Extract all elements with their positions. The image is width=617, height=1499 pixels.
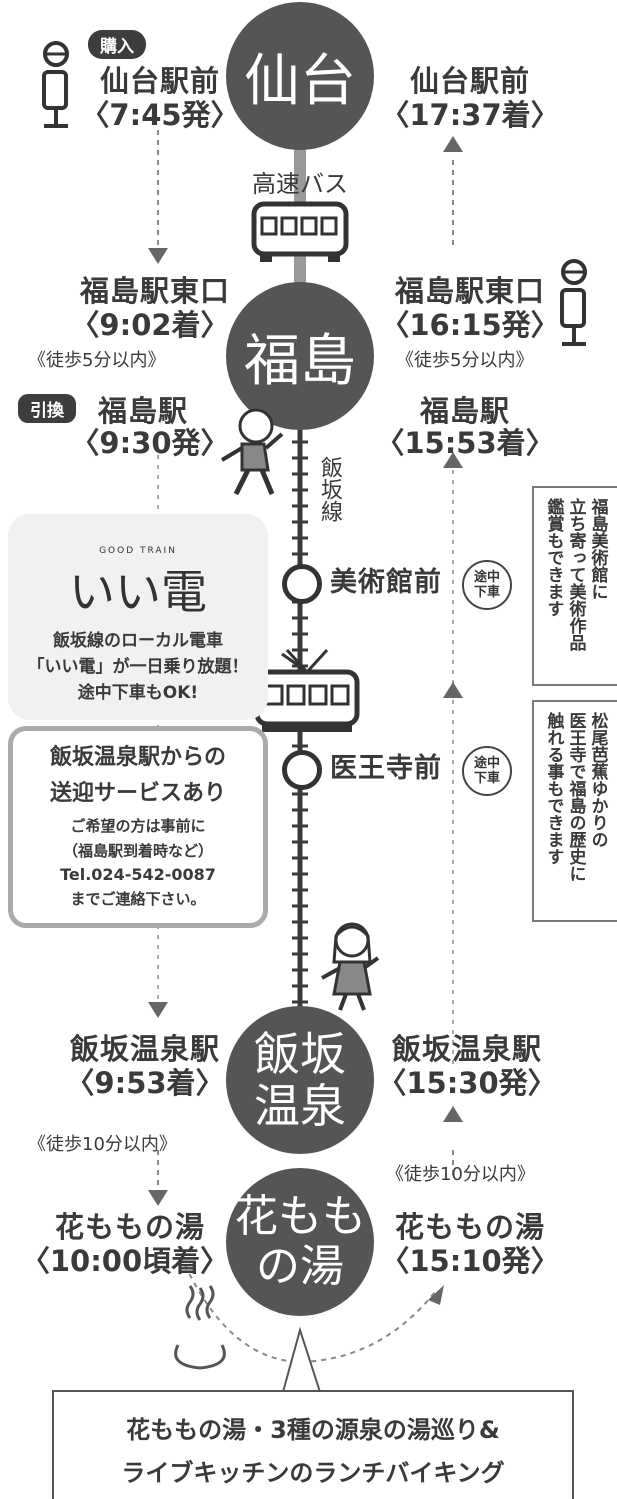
- iizaka-circle: 飯坂 温泉: [226, 1006, 374, 1154]
- out-iizaka-time: 〈9:53着〉: [65, 1066, 225, 1100]
- sendai-label: 仙台: [244, 48, 356, 114]
- iouji-stopover-2: 下車: [473, 771, 500, 786]
- iizaka-line-label: 飯坂線: [317, 456, 342, 522]
- person-girl-icon: [321, 922, 380, 1011]
- out-walk-2: 《徒歩10分以内》: [28, 1134, 177, 1155]
- iiden-line-2: 「いい電」が一日乗り放題！: [27, 657, 249, 677]
- shuttle-line-2: （福島駅到着時など）: [62, 842, 213, 860]
- out-walk-1: 《徒歩5分以内》: [28, 350, 166, 371]
- out-sendai-time: 〈7:45発〉: [80, 98, 240, 132]
- iiden-small-text: GOOD TRAIN: [99, 546, 177, 556]
- museum-callout-2: 立ち寄って美術作品: [565, 498, 586, 651]
- museum-stopover-1: 途中: [473, 570, 500, 585]
- ret-iizaka-time: 〈15:30発〉: [377, 1066, 557, 1100]
- ret-sendai-station: 仙台駅前: [409, 64, 530, 98]
- sendai-circle: 仙台: [226, 2, 374, 150]
- bus-stop-icon-right: [560, 259, 587, 346]
- out-hanamomo: 花ももの湯: [54, 1210, 205, 1244]
- fukushima-circle: 福島: [226, 282, 374, 430]
- bottom-info-box: 花ももの湯・3種の源泉の湯巡り& ライブキッチンのランチバイキング: [52, 1390, 574, 1499]
- hanamomo-label-1: 花もも: [234, 1191, 366, 1242]
- iizaka-label-2: 温泉: [254, 1079, 346, 1133]
- bus-icon: [251, 201, 349, 262]
- museum-stop-marker: [282, 564, 322, 604]
- ret-hanamomo: 花ももの湯: [394, 1210, 545, 1244]
- hanamomo-label-2: の湯: [256, 1241, 344, 1292]
- ret-fukushima-east: 福島駅東口: [394, 274, 545, 308]
- iouji-callout: 松尾芭蕉ゆかりの 医王寺で福島の歴史に 触れる事もできます: [532, 700, 617, 922]
- out-fukushima-station-time: 〈9:30発〉: [70, 426, 230, 460]
- iouji-callout-3: 触れる事もできます: [543, 712, 564, 865]
- iiden-logo: いい電: [69, 565, 207, 619]
- ret-sendai-time: 〈17:37着〉: [380, 98, 560, 132]
- ret-walk-2: 《徒歩10分以内》: [386, 1164, 535, 1185]
- museum-callout-1: 福島美術館に: [587, 498, 608, 600]
- shuttle-line-1: ご希望の方は事前に: [70, 817, 206, 835]
- bus-label: 高速バス: [252, 170, 348, 198]
- out-sendai-station: 仙台駅前: [99, 64, 220, 98]
- ret-fukushima-east-time: 〈16:15発〉: [380, 308, 560, 342]
- shuttle-line-4: までご連絡下さい。: [70, 890, 206, 908]
- ret-iizaka-station: 飯坂温泉駅: [391, 1032, 542, 1066]
- shuttle-line-3: Tel.024-542-0087: [60, 865, 216, 884]
- museum-callout-3: 鑑賞もできます: [543, 498, 564, 617]
- iouji-callout-2: 医王寺で福島の歴史に: [565, 712, 586, 882]
- iouji-callout-1: 松尾芭蕉ゆかりの: [587, 712, 608, 848]
- purchase-tag: 購入: [88, 30, 146, 59]
- museum-stopover-2: 下車: [473, 585, 500, 600]
- bottom-line-1: 花ももの湯・3種の源泉の湯巡り&: [126, 1416, 500, 1444]
- shuttle-content: 飯坂温泉駅からの 送迎サービスあり ご希望の方は事前に （福島駅到着時など） T…: [8, 726, 268, 928]
- out-fukushima-station: 福島駅: [98, 394, 189, 428]
- museum-stopover-badge: 途中 下車: [462, 560, 512, 610]
- museum-callout: 福島美術館に 立ち寄って美術作品 鑑賞もできます: [532, 486, 617, 686]
- exchange-tag: 引換: [18, 394, 76, 423]
- iiden-line-1: 飯坂線のローカル電車: [53, 631, 223, 651]
- iouji-stopover-1: 途中: [473, 756, 500, 771]
- ret-walk-1: 《徒歩5分以内》: [396, 350, 534, 371]
- hanamomo-circle: 花もも の湯: [226, 1168, 374, 1316]
- onsen-icon: [174, 1285, 226, 1370]
- out-fukushima-east-time: 〈9:02着〉: [70, 308, 230, 342]
- fukushima-label: 福島: [244, 328, 356, 394]
- iiden-line-3: 途中下車もOK!: [77, 683, 199, 703]
- out-fukushima-east: 福島駅東口: [79, 274, 230, 308]
- bottom-line-2: ライブキッチンのランチバイキング: [121, 1459, 505, 1487]
- person-walking-icon: [220, 408, 284, 496]
- iouji-stop-marker: [282, 750, 322, 790]
- iouji-stop-label: 医王寺前: [330, 753, 442, 784]
- ret-fukushima-station: 福島駅: [419, 394, 510, 428]
- museum-stop-label: 美術館前: [330, 567, 442, 598]
- out-iizaka-station: 飯坂温泉駅: [69, 1032, 220, 1066]
- iiden-info-box: GOOD TRAIN いい電 飯坂線のローカル電車 「いい電」が一日乗り放題！ …: [8, 514, 268, 720]
- iizaka-label-1: 飯坂: [254, 1027, 346, 1081]
- ret-fukushima-station-time: 〈15:53着〉: [375, 426, 555, 460]
- bus-stop-icon-left: [42, 41, 69, 128]
- out-hanamomo-time: 〈10:00頃着〉: [20, 1244, 230, 1278]
- train-icon: [254, 648, 360, 732]
- ret-hanamomo-time: 〈15:10発〉: [380, 1244, 560, 1278]
- shuttle-title-2: 送迎サービスあり: [49, 781, 226, 806]
- iouji-stopover-badge: 途中 下車: [462, 746, 512, 796]
- shuttle-title-1b: 飯坂温泉駅からの: [49, 745, 226, 770]
